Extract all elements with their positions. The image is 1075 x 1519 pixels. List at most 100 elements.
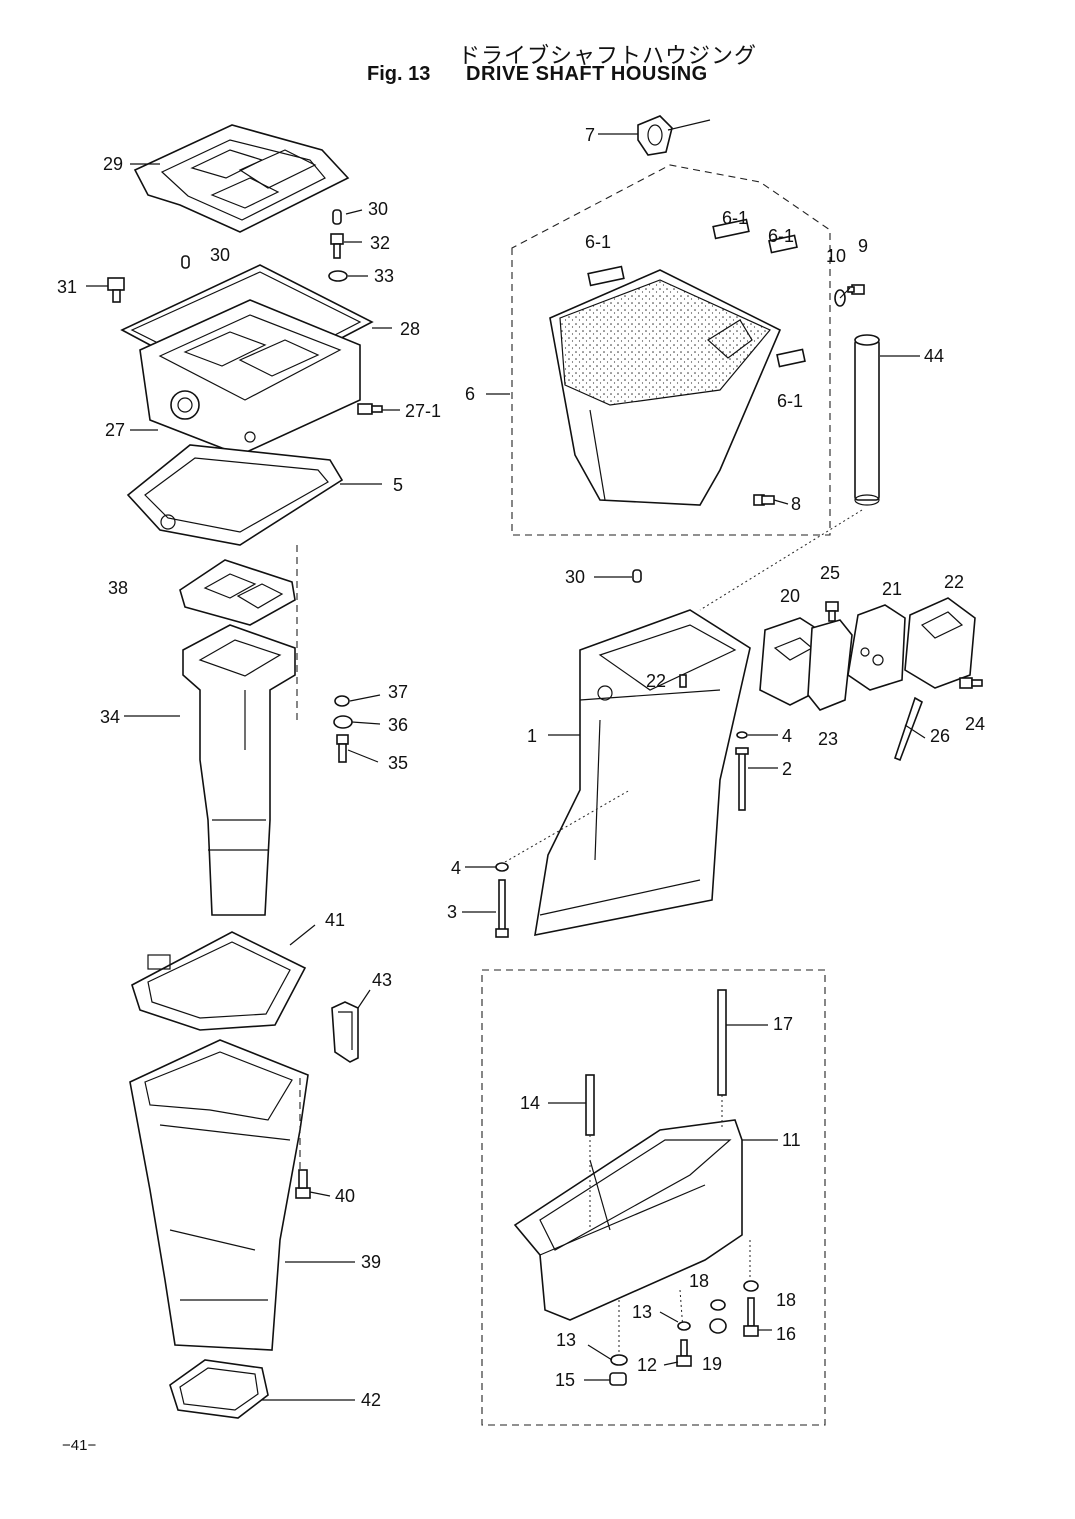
exhaust-tube-34 bbox=[182, 624, 296, 916]
callout-17: 17 bbox=[773, 1014, 794, 1034]
washer-13a bbox=[677, 1321, 691, 1331]
washer-37 bbox=[334, 695, 350, 707]
cover-22 bbox=[904, 597, 976, 689]
callout-34: 34 bbox=[100, 707, 121, 727]
pad-6-1a bbox=[587, 265, 625, 287]
bolt-2 bbox=[735, 747, 749, 811]
callout-23: 23 bbox=[818, 729, 839, 749]
callout-16: 16 bbox=[776, 1324, 797, 1344]
bolt-16 bbox=[743, 1297, 759, 1337]
stud-17 bbox=[717, 989, 727, 1096]
washer-18b bbox=[743, 1280, 759, 1292]
leader-lines bbox=[86, 119, 926, 1401]
bolt-35 bbox=[336, 734, 349, 763]
pin-22b bbox=[679, 674, 687, 688]
callout-25: 25 bbox=[820, 563, 841, 583]
plate-21 bbox=[847, 604, 906, 691]
callout-15: 15 bbox=[555, 1370, 576, 1390]
washer-18a bbox=[710, 1299, 726, 1311]
pad-6-1d bbox=[776, 348, 806, 368]
washer-4a bbox=[736, 731, 748, 739]
callout-36: 36 bbox=[388, 715, 409, 735]
bolt-9 bbox=[847, 284, 865, 295]
callout-42: 42 bbox=[361, 1390, 382, 1410]
callout-6-1: 6-1 bbox=[777, 391, 804, 411]
gasket-42 bbox=[169, 1359, 269, 1419]
bolt-8 bbox=[753, 494, 775, 506]
bushing-19 bbox=[709, 1318, 727, 1334]
plug-30b bbox=[332, 209, 342, 225]
callout-27-1: 27-1 bbox=[405, 401, 442, 421]
plug-30a bbox=[181, 255, 190, 269]
bolt-27-1 bbox=[357, 403, 383, 415]
stud-14 bbox=[585, 1074, 595, 1136]
callout-43: 43 bbox=[372, 970, 393, 990]
pad-6-1c bbox=[768, 234, 798, 254]
callout-14: 14 bbox=[520, 1093, 541, 1113]
callout-30: 30 bbox=[565, 567, 586, 587]
bolt-12 bbox=[676, 1339, 692, 1367]
callout-44: 44 bbox=[924, 346, 945, 366]
washer-13b bbox=[610, 1354, 628, 1366]
callout-26: 26 bbox=[930, 726, 951, 746]
bolt-3 bbox=[495, 879, 509, 938]
clip-43 bbox=[331, 1001, 359, 1063]
bolt-31 bbox=[107, 277, 125, 303]
grommet-7 bbox=[637, 115, 673, 156]
diagram-title: DRIVE SHAFT HOUSING bbox=[466, 63, 708, 85]
washer-33 bbox=[328, 270, 348, 282]
callout-29: 29 bbox=[103, 154, 124, 174]
callout-13: 13 bbox=[632, 1302, 653, 1322]
callout-12: 12 bbox=[637, 1355, 658, 1375]
callout-18: 18 bbox=[776, 1290, 797, 1310]
callout-28: 28 bbox=[400, 319, 421, 339]
callout-22: 22 bbox=[944, 572, 965, 592]
callout-22: 22 bbox=[646, 671, 667, 691]
callout-6: 6 bbox=[465, 384, 476, 404]
pad-6-1b bbox=[712, 218, 750, 240]
oil-pan-39 bbox=[129, 1039, 309, 1351]
callout-6-1: 6-1 bbox=[585, 232, 612, 252]
callout-8: 8 bbox=[791, 494, 802, 514]
plug-30c bbox=[632, 569, 642, 583]
callout-20: 20 bbox=[780, 586, 801, 606]
callout-6-1: 6-1 bbox=[722, 208, 749, 228]
callout-13: 13 bbox=[556, 1330, 577, 1350]
tube-44 bbox=[854, 334, 880, 506]
apron-6 bbox=[549, 269, 782, 506]
callout-35: 35 bbox=[388, 753, 409, 773]
washer-36 bbox=[333, 715, 353, 729]
callout-38: 38 bbox=[108, 578, 129, 598]
callout-33: 33 bbox=[374, 266, 395, 286]
callout-4: 4 bbox=[451, 858, 462, 878]
callout-30: 30 bbox=[210, 245, 231, 265]
title-japanese: ドライブシャフトハウジング bbox=[458, 44, 758, 69]
callout-32: 32 bbox=[370, 233, 391, 253]
callout-7: 7 bbox=[585, 125, 596, 145]
callout-1: 1 bbox=[527, 726, 538, 746]
callout-24: 24 bbox=[965, 714, 986, 734]
callout-4: 4 bbox=[782, 726, 793, 746]
rod-26 bbox=[894, 696, 923, 762]
callout-37: 37 bbox=[388, 682, 409, 702]
gasket-5 bbox=[126, 444, 344, 546]
gasket-38 bbox=[179, 559, 296, 626]
callout-18: 18 bbox=[689, 1271, 710, 1291]
figure-number: Fig. 13 bbox=[367, 63, 431, 85]
callout-9: 9 bbox=[858, 236, 869, 256]
callout-19: 19 bbox=[702, 1354, 723, 1374]
callout-6-1: 6-1 bbox=[768, 226, 795, 246]
callout-5: 5 bbox=[393, 475, 404, 495]
callout-10: 10 bbox=[826, 246, 847, 266]
callout-39: 39 bbox=[361, 1252, 382, 1272]
bolt-40 bbox=[295, 1169, 311, 1199]
adapter-27 bbox=[139, 299, 361, 456]
callout-41: 41 bbox=[325, 910, 346, 930]
gasket-plate-29 bbox=[133, 124, 350, 233]
callout-2: 2 bbox=[782, 759, 793, 779]
bolt-24 bbox=[959, 677, 983, 689]
page-number: −41− bbox=[62, 1437, 97, 1454]
gasket-23 bbox=[807, 619, 853, 711]
callout-21: 21 bbox=[882, 579, 903, 599]
